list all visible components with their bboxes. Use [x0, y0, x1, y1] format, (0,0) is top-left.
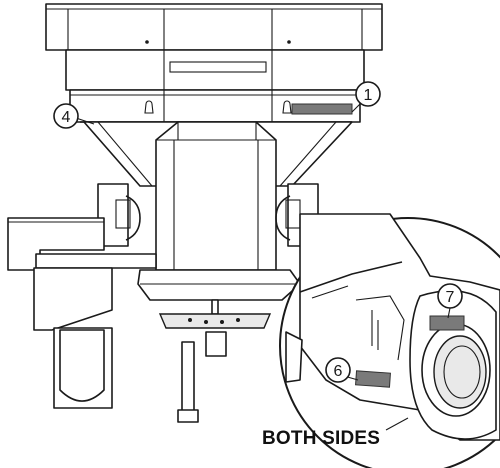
- hopper-lid: [45, 3, 383, 51]
- decal-1: [291, 103, 353, 115]
- callout-1: 1: [355, 81, 381, 107]
- discharge-tray: [137, 269, 301, 301]
- detail-view: [279, 213, 500, 468]
- callout-7: 7: [437, 283, 463, 309]
- leader-line-1: [351, 103, 361, 113]
- decal-6: [355, 370, 391, 388]
- callout-6: 6: [325, 357, 351, 383]
- decal-7: [429, 315, 465, 331]
- hopper-funnel: [83, 121, 353, 271]
- frame-left: [7, 217, 157, 409]
- spinner-disc: [158, 299, 272, 357]
- support-leg: [177, 341, 199, 423]
- hopper-body: [65, 49, 365, 123]
- leader-line-both-sides: [385, 417, 409, 431]
- callout-4-label: 4: [62, 109, 71, 126]
- callout-7-label: 7: [446, 289, 455, 306]
- callout-1-label: 1: [364, 87, 373, 104]
- both-sides-label: BOTH SIDES: [262, 428, 380, 449]
- leader-line-7: [447, 307, 451, 319]
- callout-6-label: 6: [334, 363, 343, 380]
- leader-line-4: [75, 117, 95, 125]
- callout-4: 4: [53, 103, 79, 129]
